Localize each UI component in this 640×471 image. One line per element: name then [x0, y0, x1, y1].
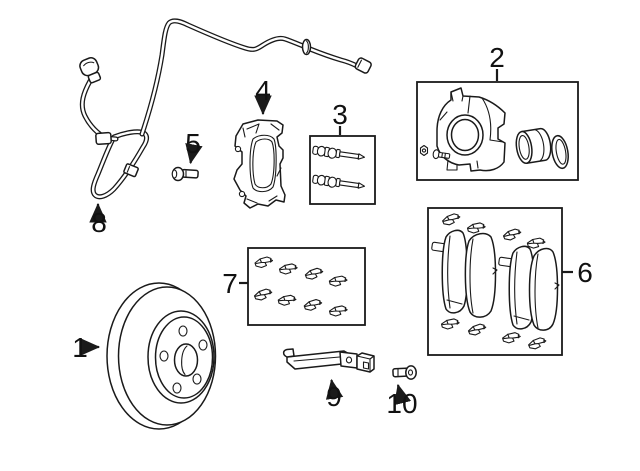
- harness-bracket-tab: [123, 163, 139, 178]
- callout-10-label[interactable]: 10: [386, 388, 417, 419]
- callout-8[interactable]: 8: [89, 202, 107, 238]
- bracket-bolt: [171, 166, 199, 182]
- caliper-piston: [515, 127, 552, 165]
- caliper-mounting-bracket: [233, 119, 286, 209]
- callout-4[interactable]: 4: [254, 75, 272, 116]
- rotor-center-bore: [173, 343, 199, 377]
- harness-end-connector: [354, 57, 372, 74]
- callout-5-label[interactable]: 5: [185, 128, 201, 159]
- harness-grommet: [301, 38, 312, 56]
- wheel-speed-sensor-harness: [79, 18, 372, 200]
- callout-6-label[interactable]: 6: [577, 257, 593, 288]
- callout-8-label[interactable]: 8: [91, 207, 107, 238]
- callout-9-label[interactable]: 9: [326, 381, 342, 412]
- callout-10[interactable]: 10: [386, 383, 418, 419]
- guide-pin-kit-box: [309, 135, 376, 205]
- brake-pad-pair-right: [498, 245, 560, 331]
- callout-1-label[interactable]: 1: [72, 332, 88, 363]
- caliper-housing: [436, 87, 506, 172]
- callout-3[interactable]: 3: [332, 99, 348, 135]
- piston-boot: [551, 134, 569, 170]
- harness-sensor-head: [79, 57, 102, 84]
- callout-4-label[interactable]: 4: [255, 75, 271, 106]
- bleeder-nut: [419, 144, 429, 157]
- brake-pad-pair-left: [431, 229, 498, 318]
- caliper-assembly-box: [416, 81, 579, 181]
- caliper-bolt-small: [432, 149, 451, 160]
- caliper-pin-bolt: [392, 365, 417, 380]
- callout-1[interactable]: 1: [72, 332, 101, 363]
- callout-3-label[interactable]: 3: [332, 99, 348, 130]
- brake-pad-kit-box: [427, 207, 563, 356]
- callout-7-label[interactable]: 7: [222, 268, 238, 299]
- brake-rotor: [106, 282, 217, 430]
- callout-6[interactable]: 6: [562, 257, 593, 288]
- callout-2[interactable]: 2: [489, 42, 505, 81]
- callout-9[interactable]: 9: [325, 378, 344, 412]
- rotor-lug-holes: [159, 325, 208, 394]
- callout-2-label[interactable]: 2: [489, 42, 505, 73]
- hardware-clip-kit-box: [247, 247, 366, 326]
- wear-sensor-bracket: [282, 348, 375, 373]
- callout-7[interactable]: 7: [222, 268, 248, 299]
- callout-5[interactable]: 5: [185, 128, 203, 165]
- harness-fitting: [95, 131, 112, 146]
